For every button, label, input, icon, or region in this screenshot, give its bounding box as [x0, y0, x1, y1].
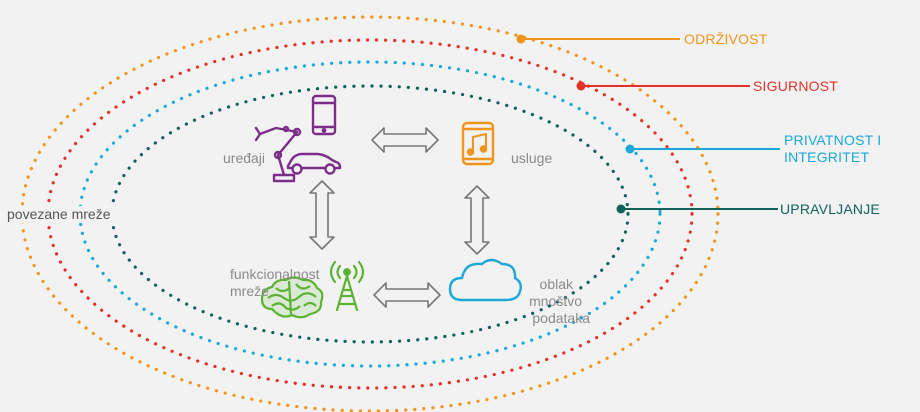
label-funkcionalnost-line1: funkcionalnost	[230, 266, 320, 282]
label-funkcionalnost-mreze: funkcionalnost mreže	[230, 266, 320, 300]
double-arrow-icon	[309, 180, 335, 250]
smartphone-icon	[311, 94, 337, 136]
label-uredaji: uređaji	[223, 150, 266, 166]
layer-label-privatnost: PRIVATNOST I INTEGRITET	[784, 132, 881, 166]
robot-arm-icon	[254, 125, 302, 183]
label-funkcionalnost-line2: mreže	[230, 283, 269, 299]
label-oblak: oblak mnoštvo podataka	[500, 276, 590, 327]
car-icon	[286, 152, 342, 175]
leader-privatnost	[625, 144, 780, 154]
label-usluge: usluge	[511, 150, 553, 166]
layer-label-privatnost-line2: INTEGRITET	[784, 149, 870, 165]
layer-label-sigurnost: SIGURNOST	[753, 78, 839, 94]
label-oblak-line1: oblak	[539, 276, 573, 292]
double-arrow-icon	[371, 127, 439, 153]
layer-label-odrzivost: ODRŽIVOST	[684, 31, 768, 47]
ring-sigurnost	[46, 38, 694, 390]
double-arrow-icon	[373, 282, 441, 308]
leader-odrzivost	[516, 34, 680, 44]
cloud-icon	[448, 258, 522, 302]
layer-label-upravljanje: UPRAVLJANJE	[780, 201, 880, 217]
ring-odrzivost	[20, 15, 720, 412]
label-povezane-mreze: povezane mreže	[4, 206, 114, 223]
leader-upravljanje	[616, 204, 778, 214]
music-app-icon	[461, 121, 495, 166]
leader-sigurnost	[576, 81, 750, 91]
double-arrow-icon	[464, 185, 490, 255]
label-oblak-line3: podataka	[532, 310, 590, 326]
layer-label-privatnost-line1: PRIVATNOST I	[784, 132, 882, 148]
brain-icon	[260, 276, 324, 319]
label-oblak-line2: mnoštvo	[529, 293, 582, 309]
ring-upravljanje	[110, 84, 630, 344]
radio-tower-icon	[329, 260, 365, 312]
